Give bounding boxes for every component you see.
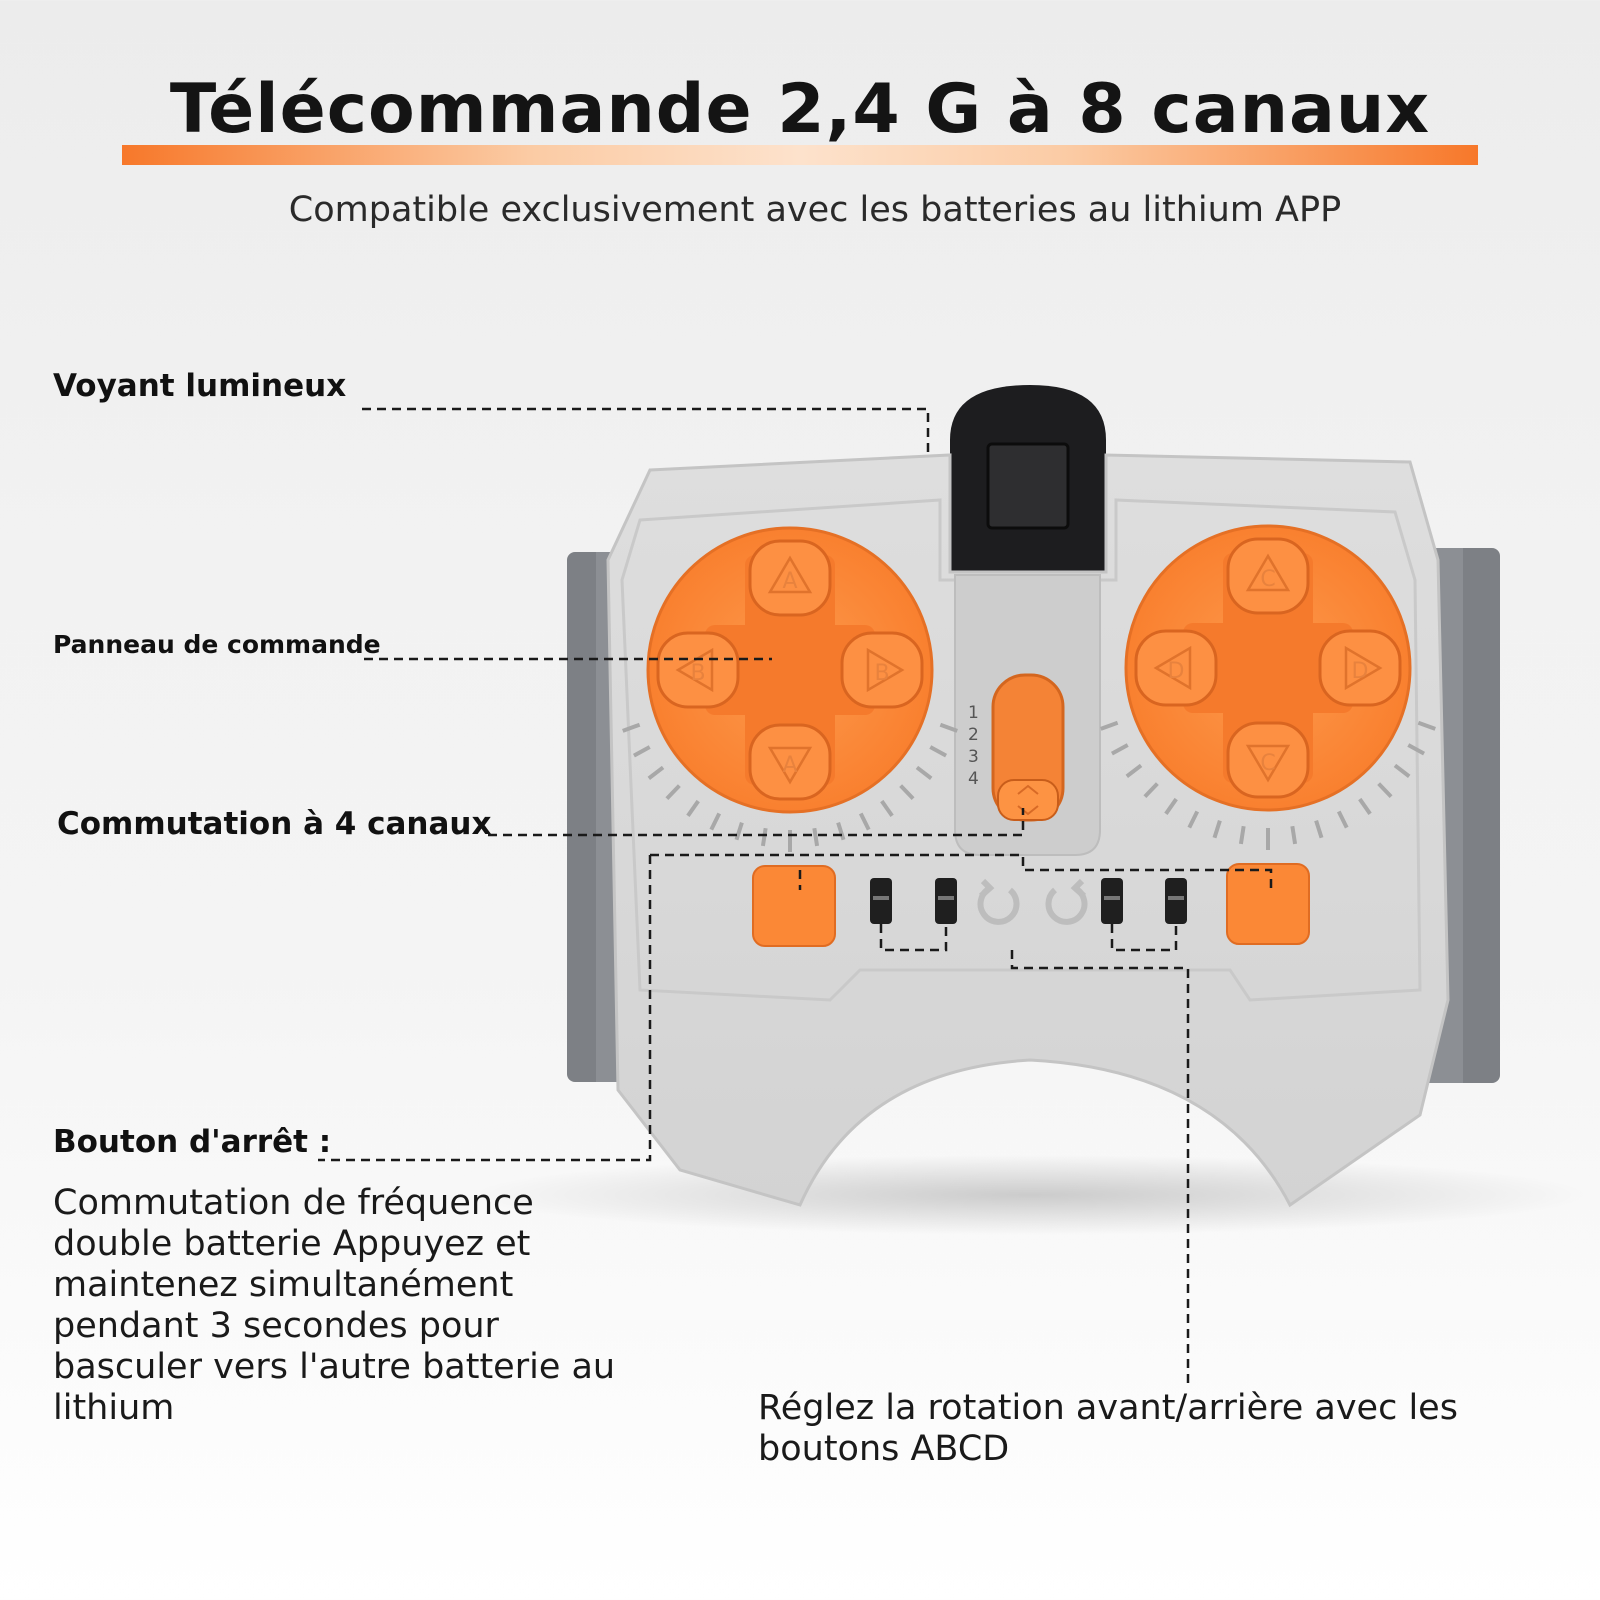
left-dial-tick-0 — [939, 722, 958, 733]
left-dial-tick-10 — [734, 821, 744, 841]
right-dial-tick-3 — [1377, 782, 1393, 798]
right-pad-letter-3: C — [1260, 751, 1275, 776]
right-pad-letter-0: C — [1260, 567, 1275, 592]
label-indicator-light: Voyant lumineux — [53, 368, 347, 404]
left-pad-button-a-0[interactable]: A — [748, 539, 832, 617]
right-dial-tick-4 — [1358, 797, 1372, 815]
page-subtitle: Compatible exclusivement avec les batter… — [288, 190, 1342, 230]
right-dial-tick-13 — [1143, 782, 1159, 798]
right-dial-tick-11 — [1187, 810, 1200, 829]
left-dial-tick-3 — [899, 784, 915, 800]
left-dial-tick-13 — [665, 784, 681, 800]
left-pad-letter-1: B — [690, 661, 705, 686]
floor-shadow — [470, 1155, 1590, 1235]
left-pad-button-b-1[interactable]: B — [656, 631, 740, 709]
right-dial-ticks — [1100, 720, 1436, 850]
stop-button-description: Commutation de fréquence double batterie… — [53, 1183, 616, 1428]
right-dial-tick-14 — [1125, 763, 1143, 778]
left-dial-tick-5 — [858, 812, 871, 831]
right-pad-letter-1: D — [1168, 659, 1185, 684]
left-dial-ticks — [622, 722, 958, 852]
left-dial-tick-1 — [929, 745, 948, 758]
indicator-light — [950, 385, 1106, 572]
channel-number-2: 2 — [968, 725, 979, 745]
right-pad-button-d-1[interactable]: D — [1134, 629, 1218, 707]
right-pad-button-d-2[interactable]: D — [1318, 629, 1402, 707]
right-pad-button-c-0[interactable]: C — [1226, 537, 1310, 615]
right-pad-letter-2: D — [1352, 659, 1369, 684]
right-dial-tick-2 — [1393, 763, 1411, 778]
right-dial-tick-10 — [1212, 819, 1222, 839]
right-pad-button-c-3[interactable]: C — [1226, 721, 1310, 799]
left-pad-letter-3: A — [782, 753, 797, 778]
page-title: Télécommande 2,4 G à 8 canaux — [169, 70, 1431, 149]
right-dial-tick-7 — [1290, 825, 1298, 845]
right-control-pad[interactable]: C D D C — [1124, 524, 1412, 812]
left-pad-button-a-3[interactable]: A — [748, 723, 832, 801]
left-pad-button-b-2[interactable]: B — [840, 631, 924, 709]
left-dial-tick-12 — [686, 799, 700, 817]
rotation-description: Réglez la rotation avant/arrière avec le… — [758, 1388, 1458, 1469]
channel-number-3: 3 — [968, 747, 979, 767]
channel-switch[interactable] — [991, 673, 1065, 822]
title-underline-bar — [122, 145, 1478, 165]
channel-numbers: 1 2 3 4 — [968, 703, 979, 789]
right-dial-tick-0 — [1417, 720, 1436, 731]
right-dial-tick-12 — [1164, 797, 1178, 815]
channel-number-4: 4 — [968, 769, 979, 789]
left-dial-tick-2 — [915, 765, 933, 780]
rotation-toggle-switches[interactable] — [870, 878, 1187, 924]
channel-number-1: 1 — [968, 703, 979, 723]
left-dial-tick-11 — [709, 812, 722, 831]
right-dial-tick-15 — [1110, 743, 1129, 756]
left-control-pad[interactable]: A B B A — [646, 526, 934, 814]
rotation-arrows-icon — [977, 878, 1088, 925]
right-dial-tick-9 — [1238, 825, 1246, 845]
right-dial-tick-5 — [1336, 810, 1349, 829]
left-dial-tick-6 — [836, 821, 846, 841]
left-dial-tick-7 — [812, 827, 820, 847]
left-dial-tick-4 — [880, 799, 894, 817]
label-control-panel: Panneau de commande — [53, 630, 381, 659]
callout-lines — [318, 407, 1273, 1385]
right-dial-tick-6 — [1314, 819, 1324, 839]
left-pad-letter-0: A — [782, 569, 797, 594]
right-dial-tick-16 — [1100, 720, 1119, 731]
left-pad-letter-2: B — [874, 661, 889, 686]
left-dial-tick-15 — [632, 745, 651, 758]
stop-button-right[interactable] — [1226, 863, 1310, 945]
left-dial-tick-9 — [760, 827, 768, 847]
stop-button-left[interactable] — [752, 865, 836, 947]
left-dial-tick-14 — [647, 765, 665, 780]
label-stop-button: Bouton d'arrêt : — [53, 1124, 332, 1160]
right-dial-tick-1 — [1407, 743, 1426, 756]
label-channel-switch: Commutation à 4 canaux — [57, 806, 492, 842]
left-dial-tick-16 — [622, 722, 641, 733]
